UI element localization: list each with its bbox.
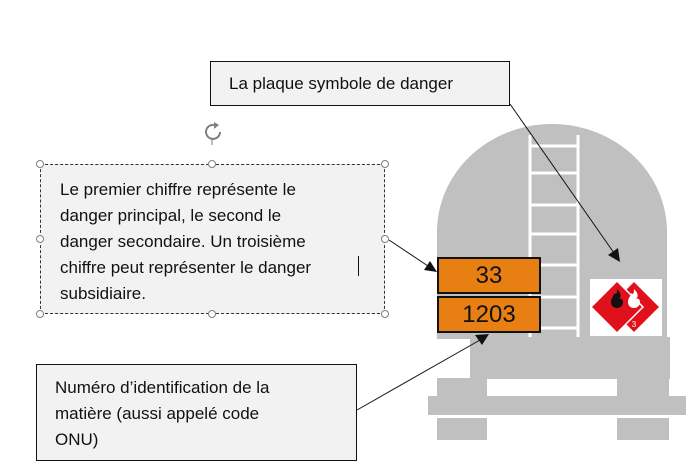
chassis-upper [470, 337, 670, 379]
danger-number-plate: 33 [437, 257, 541, 294]
resize-handle-bottom-right[interactable] [381, 310, 389, 318]
flame-icon-back [628, 289, 640, 308]
explain-line: danger principal, le second le [60, 206, 282, 225]
un-number: 1203 [462, 300, 516, 328]
explain-line: subsidiaire. [60, 284, 146, 303]
resize-handle-top-left[interactable] [36, 160, 44, 168]
title-callout[interactable]: La plaque symbole de danger [210, 61, 510, 106]
explain-line: Le premier chiffre représente le [60, 180, 296, 199]
onu-line: ONU) [55, 430, 99, 449]
onu-arrowhead [475, 334, 489, 345]
danger-number: 33 [475, 261, 503, 289]
wheel-left-top [437, 378, 487, 396]
wheel-right-bottom [617, 418, 669, 440]
explain-connector [388, 239, 429, 267]
onu-callout[interactable]: Numéro d’identification de la matière (a… [36, 364, 357, 461]
resize-handle-middle-left[interactable] [36, 235, 44, 243]
title-connector [509, 103, 615, 254]
un-number-plate: 1203 [437, 296, 541, 333]
explain-arrowhead [424, 261, 437, 272]
bumper [428, 396, 686, 415]
hazard-labels: 3 [589, 279, 662, 336]
resize-handle-bottom-left[interactable] [36, 310, 44, 318]
resize-handle-bottom-center[interactable] [208, 310, 216, 318]
connector-lines [356, 103, 620, 411]
hazard-class-number: 3 [632, 320, 637, 329]
resize-handle-top-right[interactable] [381, 160, 389, 168]
onu-line: matière (aussi appelé code [55, 404, 260, 423]
flame-icon [611, 289, 623, 308]
text-cursor [358, 256, 360, 276]
title-arrowhead [608, 248, 620, 262]
resize-handle-top-center[interactable] [208, 160, 216, 168]
explain-line: danger secondaire. Un troisième [60, 232, 306, 251]
onu-connector [356, 339, 481, 411]
wheel-left-bottom [437, 418, 487, 440]
resize-handle-middle-right[interactable] [381, 235, 389, 243]
rotate-icon[interactable] [200, 119, 226, 145]
explain-line: chiffre peut représenter le danger [60, 258, 312, 277]
wheel-right-top [617, 378, 669, 396]
title-callout-text: La plaque symbole de danger [229, 74, 453, 93]
onu-line: Numéro d’identification de la [55, 378, 270, 397]
explanation-callout-selected[interactable]: Le premier chiffre représente le danger … [40, 164, 385, 314]
